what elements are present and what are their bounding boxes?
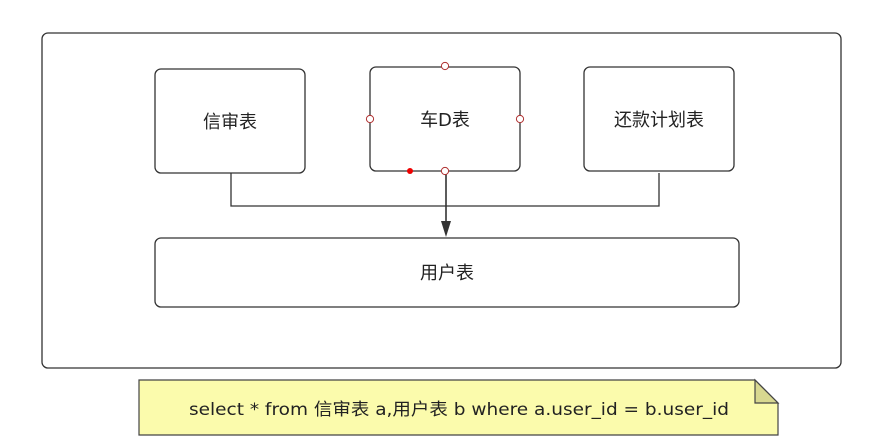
arrowhead-icon <box>441 221 451 237</box>
connector-huankuan-to-yonghu[interactable] <box>446 173 660 207</box>
connection-handle-right[interactable] <box>515 114 525 124</box>
node-chedi[interactable]: 车D表 <box>365 61 525 176</box>
node-xinshen[interactable]: 信审表 <box>154 68 306 174</box>
note-text: select * from 信审表 a,用户表 b where a.user_i… <box>189 400 729 420</box>
sql-note[interactable]: select * from 信审表 a,用户表 b where a.user_i… <box>138 378 780 436</box>
connection-handle-bottom[interactable] <box>440 166 450 176</box>
connection-handle-top[interactable] <box>440 61 450 71</box>
node-huankuan-label: 还款计划表 <box>614 110 704 131</box>
node-yonghu-label: 用户表 <box>420 263 474 284</box>
node-xinshen-label: 信审表 <box>203 112 257 133</box>
node-yonghu[interactable]: 用户表 <box>154 237 740 308</box>
node-chedi-label: 车D表 <box>420 110 470 131</box>
note-fold-icon <box>754 378 780 404</box>
selected-point-marker[interactable] <box>407 168 413 174</box>
connection-handle-left[interactable] <box>365 114 375 124</box>
node-huankuan[interactable]: 还款计划表 <box>583 66 735 172</box>
connectors <box>230 171 660 237</box>
note-body <box>138 379 779 436</box>
connector-xinshen-to-yonghu[interactable] <box>230 173 446 207</box>
